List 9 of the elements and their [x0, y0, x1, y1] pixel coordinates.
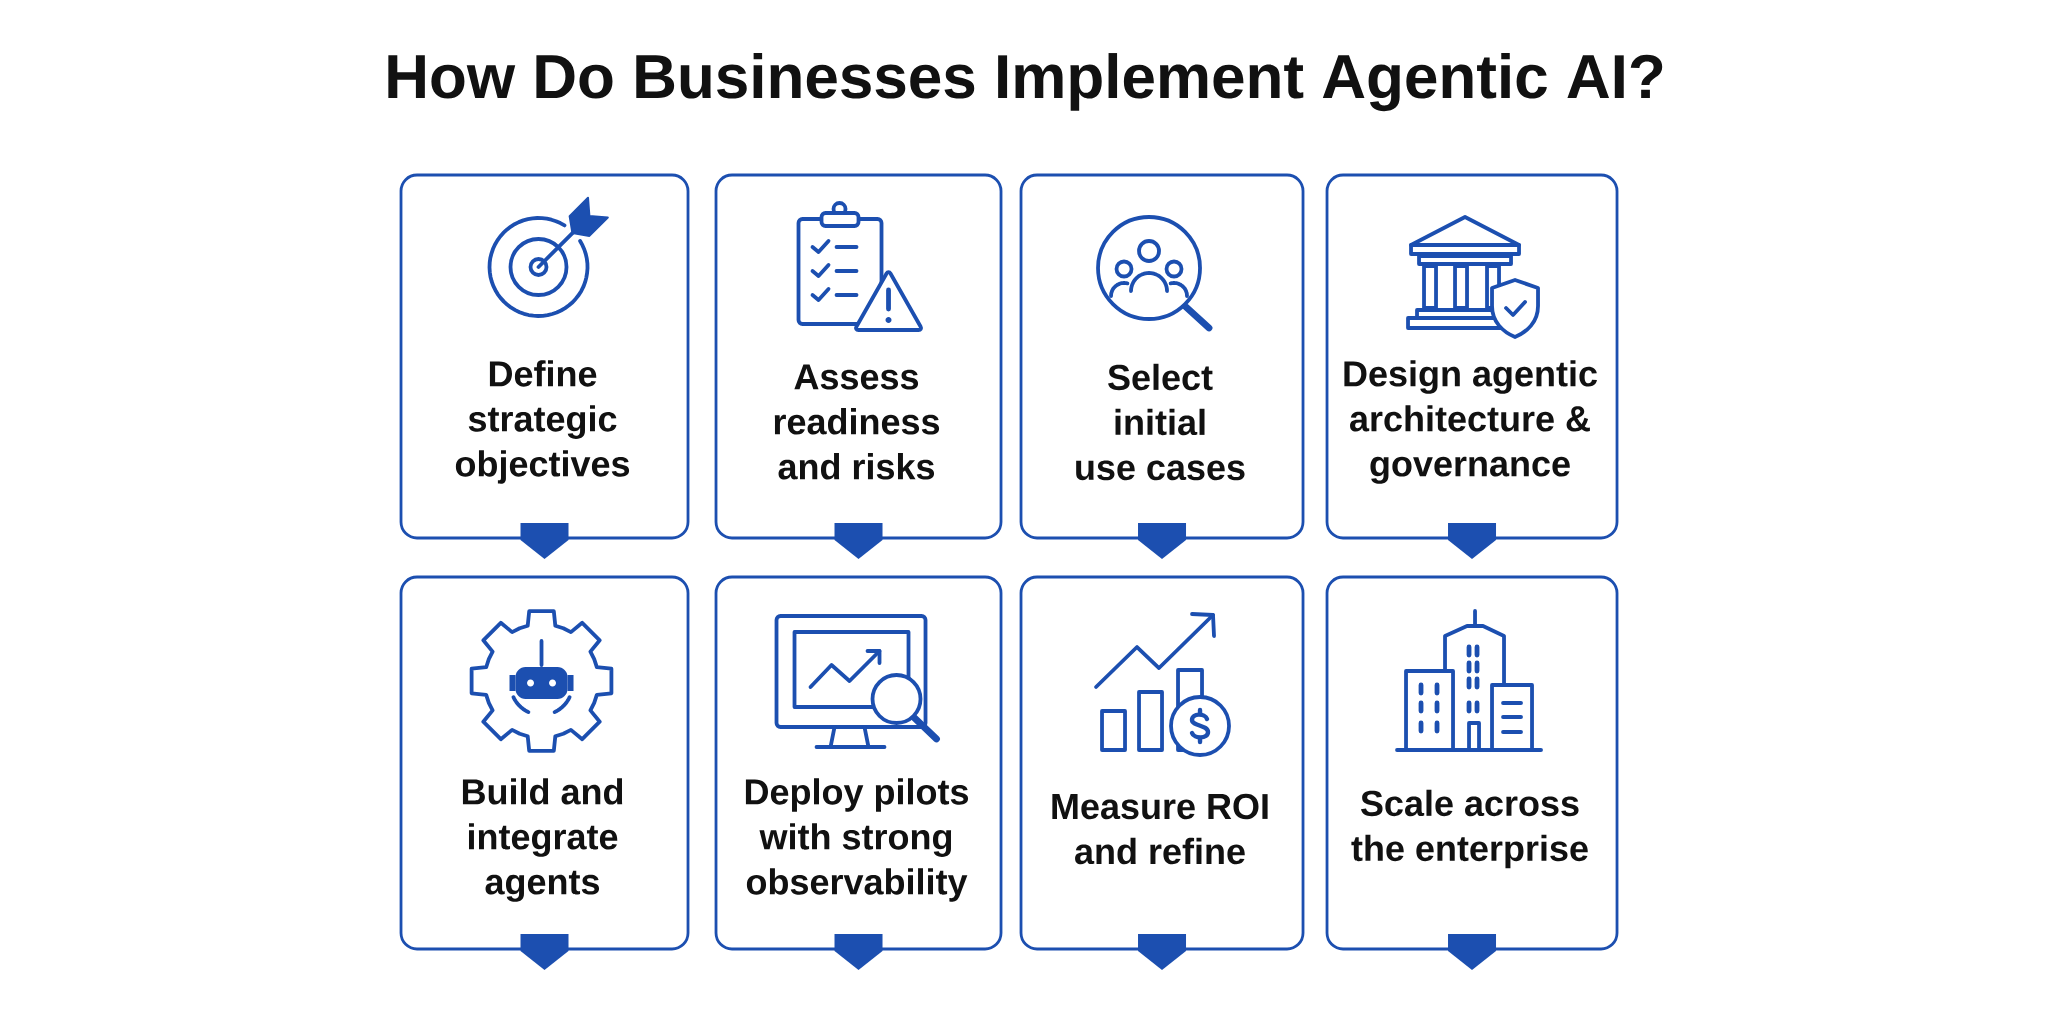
- step-card: Measure ROI and refine: [1019, 575, 1305, 951]
- step-card: Assess readiness and risks: [714, 173, 1003, 540]
- step-card: Build and integrate agents: [399, 575, 690, 951]
- step-card: Define strategic objectives: [399, 173, 690, 540]
- step-card: Select initial use cases: [1019, 173, 1305, 540]
- title: How Do Businesses Implement Agentic AI?: [388, 53, 1663, 112]
- step-card: Deploy pilots with strong observability: [714, 575, 1003, 951]
- step-card: Design agentic architecture & governance: [1325, 173, 1619, 540]
- step-card: Scale across the enterprise: [1325, 575, 1619, 951]
